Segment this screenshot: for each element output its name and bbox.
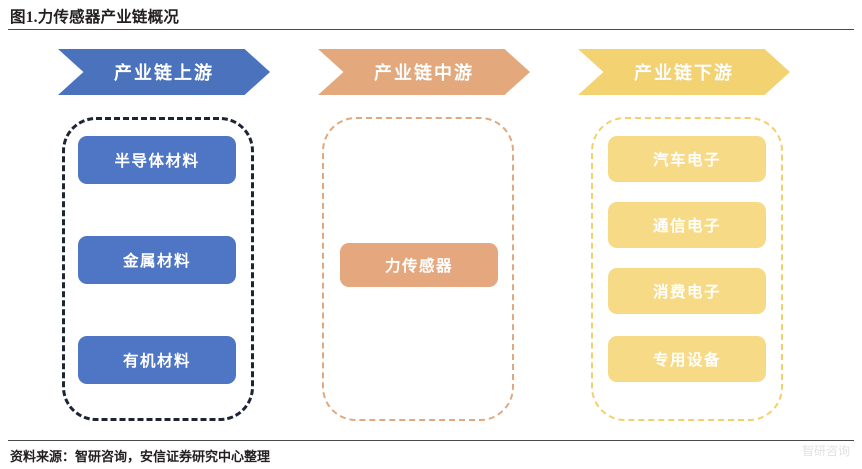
page-title: 图1.力传感器产业链概况 <box>10 9 180 26</box>
watermark-text: 智研咨询 <box>801 444 850 458</box>
title-divider <box>8 29 854 30</box>
container-upstream <box>62 117 254 421</box>
node-semiconductor-material[interactable]: 半导体材料 <box>78 136 236 184</box>
node-automotive-electronics[interactable]: 汽车电子 <box>608 136 766 182</box>
banner-upstream: 产业链上游 <box>58 49 270 95</box>
container-midstream <box>322 117 514 421</box>
banner-downstream: 产业链下游 <box>578 49 790 95</box>
source-note: 资料来源：智研咨询，安信证券研究中心整理 <box>10 449 271 464</box>
node-organic-material[interactable]: 有机材料 <box>78 336 236 384</box>
node-consumer-electronics[interactable]: 消费电子 <box>608 268 766 314</box>
banner-midstream: 产业链中游 <box>318 49 530 95</box>
node-special-equipment[interactable]: 专用设备 <box>608 336 766 382</box>
footer-divider <box>8 440 854 441</box>
node-force-sensor[interactable]: 力传感器 <box>340 243 498 287</box>
node-communication-electronics[interactable]: 通信电子 <box>608 202 766 248</box>
container-downstream <box>591 117 783 421</box>
node-metal-material[interactable]: 金属材料 <box>78 236 236 284</box>
